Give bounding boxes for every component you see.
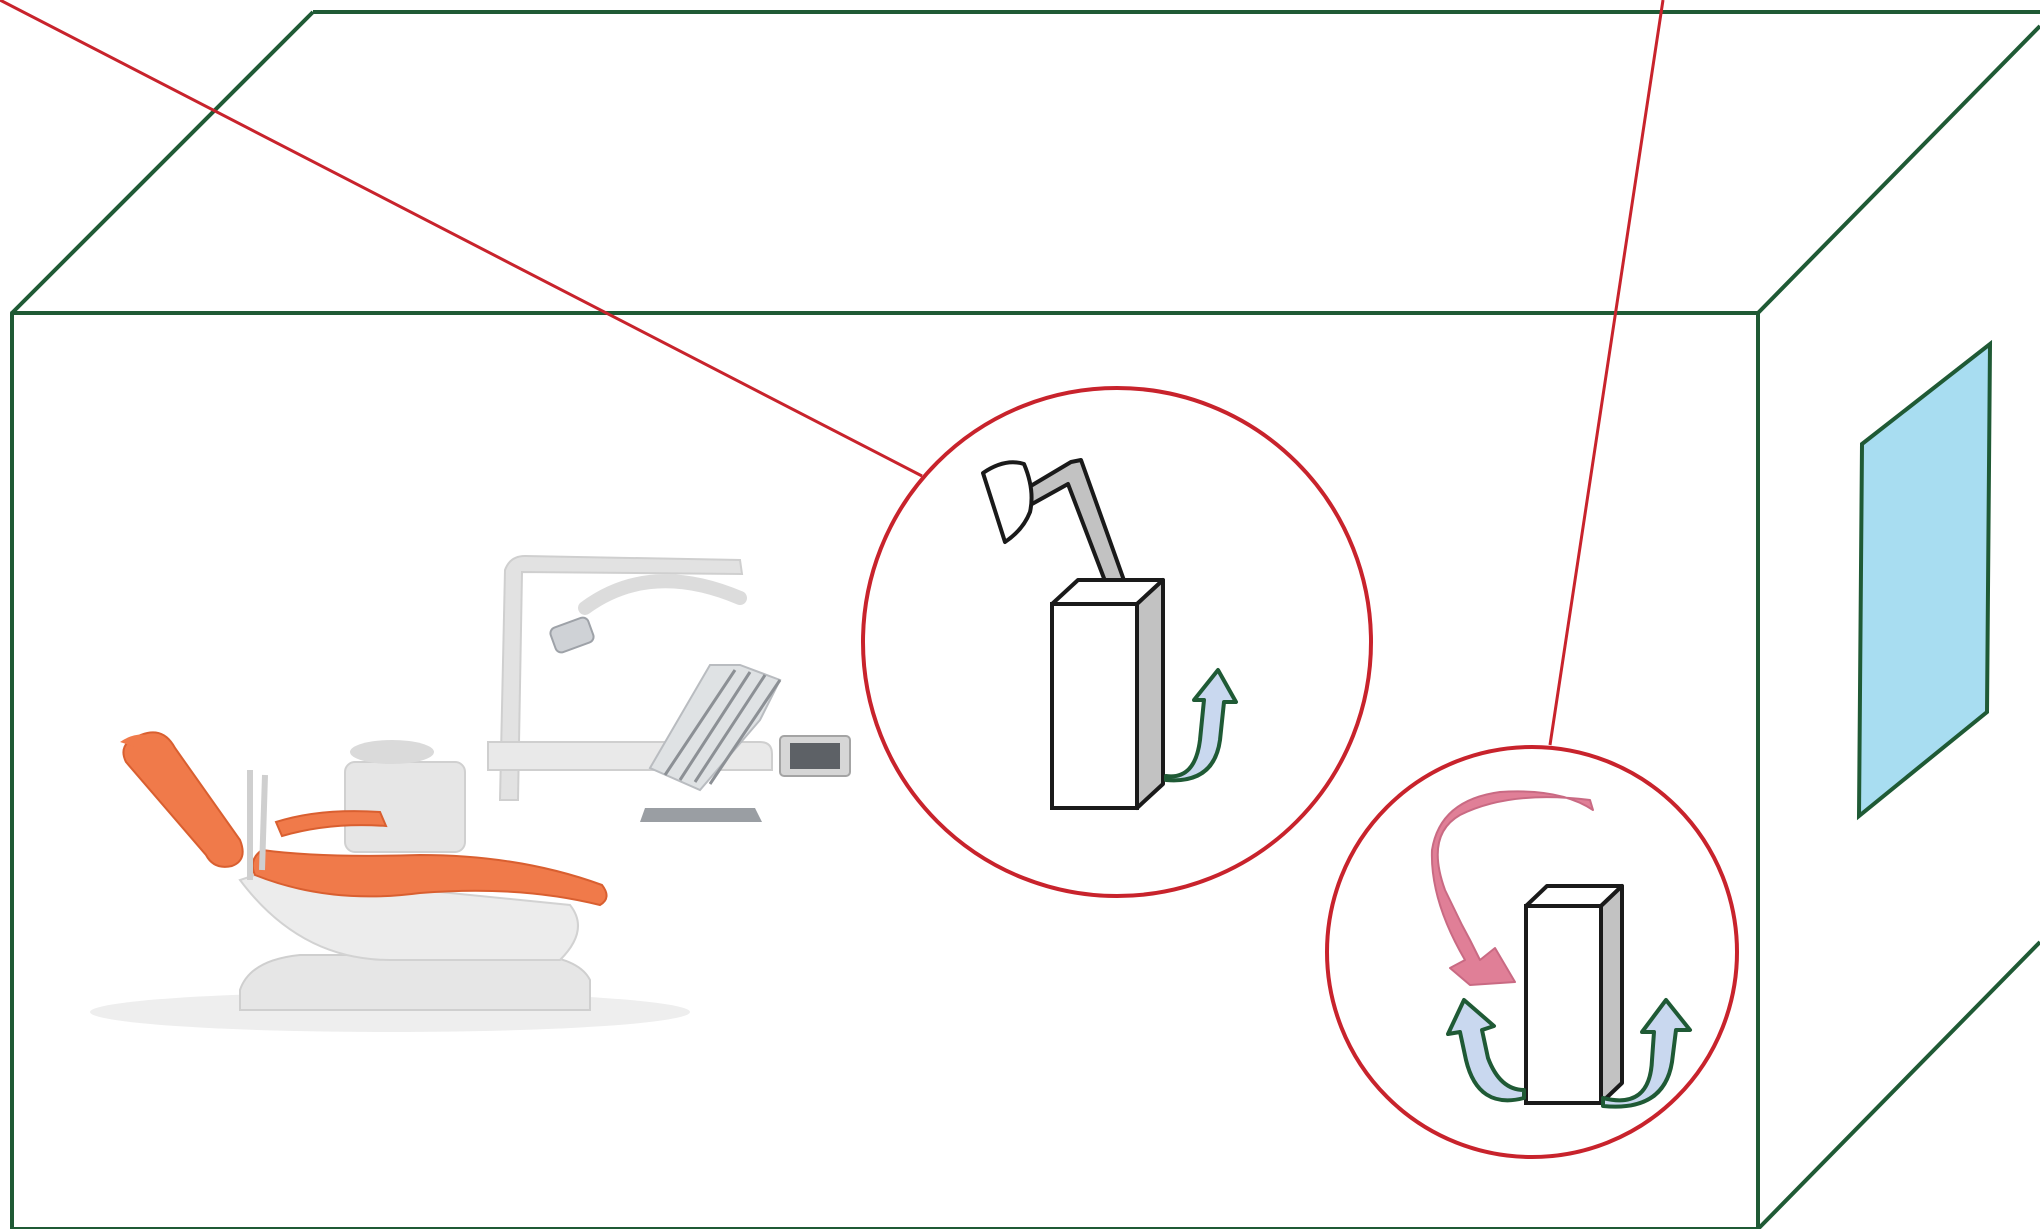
chair-backrest <box>123 732 242 867</box>
standalone-purifier-side <box>1601 886 1622 1103</box>
window-icon <box>1859 344 1990 816</box>
room-top-left-edge <box>12 12 313 313</box>
callout-line-right <box>1550 0 1663 745</box>
chair-tray <box>640 808 762 822</box>
chair-spittoon-bowl <box>350 740 434 764</box>
callout-standalone-purifier <box>1327 747 1737 1157</box>
room-bottom-right-edge <box>1758 942 2040 1229</box>
callout-lines <box>0 0 1663 745</box>
chair-base <box>240 955 590 1010</box>
standalone-purifier-front <box>1526 906 1601 1103</box>
callout-purifier-with-arm <box>863 388 1371 896</box>
dental-chair-icon <box>90 556 850 1032</box>
room-top-right-edge <box>1758 26 2040 313</box>
chair-monitor-screen <box>790 743 840 769</box>
chair-light-arm <box>585 581 740 608</box>
callout-line-left <box>0 0 922 476</box>
chair-operating-light <box>549 616 595 654</box>
purifier-side <box>1137 580 1163 808</box>
purifier-front <box>1052 604 1137 808</box>
chair-spittoon-unit <box>345 762 465 852</box>
